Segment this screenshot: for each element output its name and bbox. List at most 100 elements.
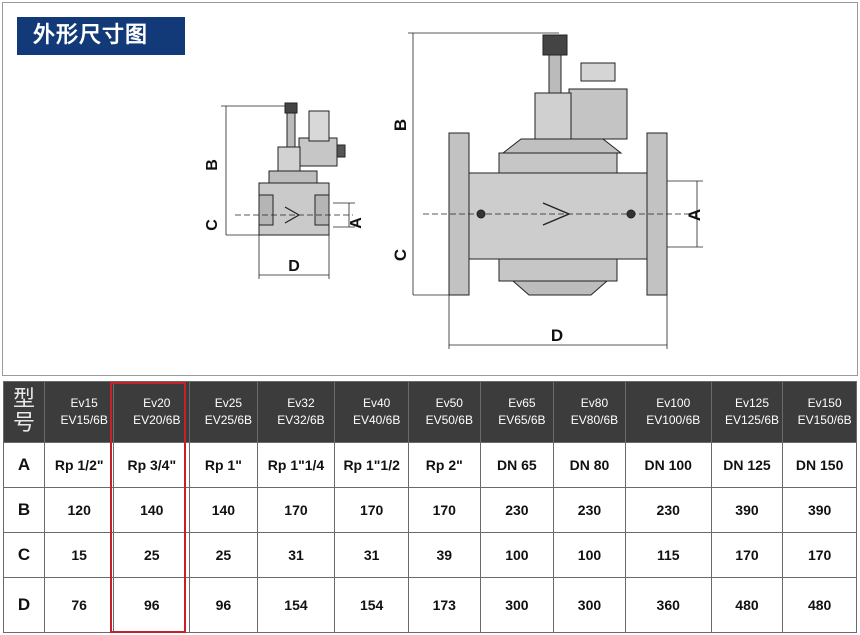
row-label: A [3, 442, 45, 488]
page-title: 外形尺寸图 [17, 17, 185, 55]
dimension-drawing-panel: 外形尺寸图 [2, 2, 858, 376]
table-cell: 140 [113, 487, 191, 533]
model-variant: EV65/6B [498, 413, 546, 427]
corner-char: 号 [12, 411, 35, 436]
dim-label-c-large: C [391, 249, 410, 261]
model-variant: EV100/6B [646, 413, 701, 427]
model-name: Ev15 [70, 396, 98, 410]
table-cell: 170 [782, 532, 857, 578]
dim-label-d-small: D [288, 258, 300, 275]
table-cell: Rp 3/4" [113, 442, 191, 488]
table-cell: 25 [113, 532, 191, 578]
table-cell: 120 [43, 487, 115, 533]
row-label: D [3, 577, 45, 633]
table-cell: DN 125 [710, 442, 784, 488]
model-name: Ev32 [287, 396, 315, 410]
model-corner-label: 型 号 [3, 381, 45, 443]
model-name: Ev125 [734, 396, 769, 410]
model-name: Ev50 [435, 396, 463, 410]
table-cell: 140 [189, 487, 258, 533]
table-cell: 360 [624, 577, 712, 633]
dim-label-b-small: B [204, 159, 221, 171]
table-cell: 170 [407, 487, 481, 533]
model-name: Ev25 [214, 396, 243, 410]
model-variant: EV25/6B [204, 413, 253, 427]
table-cell: 96 [189, 577, 258, 633]
dim-label-b-large: B [391, 119, 410, 131]
model-variant: EV150/6B [797, 413, 852, 427]
table-cell: 173 [407, 577, 481, 633]
row-label: B [3, 487, 45, 533]
dim-label-c-small: C [204, 219, 221, 231]
table-cell: DN 100 [624, 442, 712, 488]
model-variant: EV80/6B [570, 413, 619, 427]
table-cell: 300 [479, 577, 555, 633]
table-cell: DN 80 [553, 442, 626, 488]
model-variant: EV32/6B [277, 413, 325, 427]
model-variant: EV40/6B [352, 413, 401, 427]
large-valve-drawing [408, 32, 703, 349]
table-cell: 100 [479, 532, 555, 578]
table-cell: Rp 1" [189, 442, 258, 488]
table-cell: 230 [624, 487, 712, 533]
model-name: Ev65 [508, 396, 536, 410]
table-cell: 170 [256, 487, 336, 533]
table-cell: 25 [189, 532, 258, 578]
row-label: C [3, 532, 45, 578]
model-name: Ev100 [656, 396, 691, 410]
table-cell: Rp 1/2" [43, 442, 115, 488]
small-valve-drawing [221, 102, 355, 279]
model-name: Ev40 [362, 396, 391, 410]
dim-label-a-large: A [685, 209, 704, 221]
table-cell: 96 [113, 577, 191, 633]
model-name: Ev20 [143, 396, 171, 410]
table-cell: 154 [256, 577, 336, 633]
table-cell: Rp 1"1/4 [256, 442, 336, 488]
table-cell: 31 [256, 532, 336, 578]
corner-char: 型 [12, 387, 35, 412]
table-cell: 300 [553, 577, 626, 633]
table-cell: 390 [710, 487, 784, 533]
dim-label-a-small: A [348, 217, 365, 229]
table-cell: Rp 1"1/2 [334, 442, 409, 488]
table-cell: 39 [407, 532, 481, 578]
table-cell: 154 [334, 577, 409, 633]
table-cell: Rp 2" [407, 442, 481, 488]
model-variant: EV20/6B [133, 413, 181, 427]
table-cell: 115 [624, 532, 712, 578]
table-cell: 230 [553, 487, 626, 533]
table-cell: 230 [479, 487, 555, 533]
valve-drawings: B C A D [204, 32, 704, 349]
model-variant: EV50/6B [425, 413, 473, 427]
model-variant: EV125/6B [724, 413, 779, 427]
table-cell: 170 [334, 487, 409, 533]
table-cell: 76 [43, 577, 115, 633]
table-cell: 170 [710, 532, 784, 578]
model-variant: EV15/6B [60, 413, 108, 427]
table-cell: 390 [782, 487, 857, 533]
table-cell: DN 150 [782, 442, 857, 488]
table-cell: 15 [43, 532, 115, 578]
model-name: Ev150 [807, 396, 842, 410]
table-cell: DN 65 [479, 442, 555, 488]
table-cell: 480 [782, 577, 857, 633]
table-cell: 480 [710, 577, 784, 633]
model-name: Ev80 [580, 396, 609, 410]
